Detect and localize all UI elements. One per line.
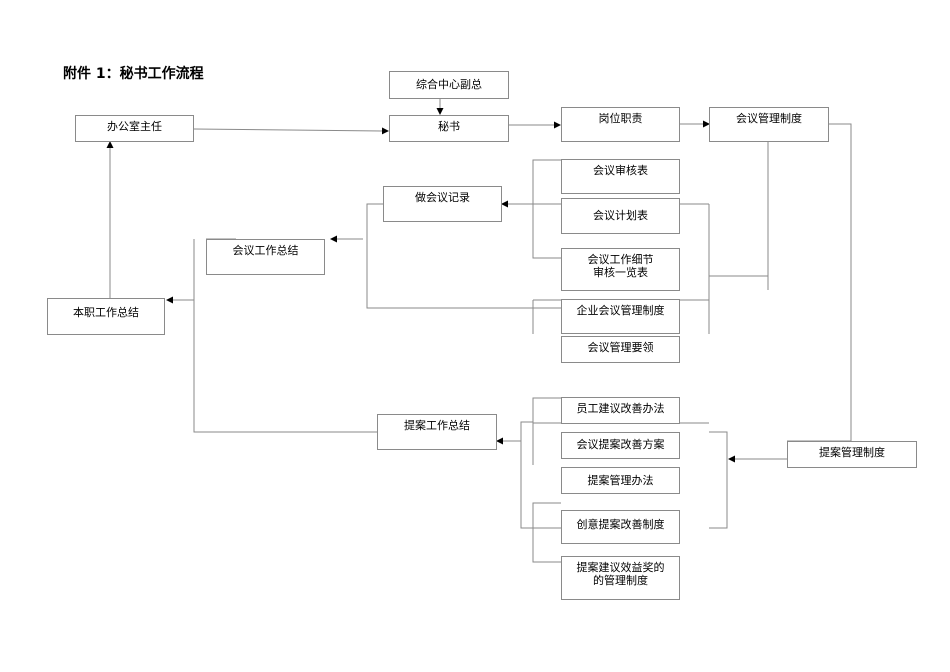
connector-right-loop [787, 123, 852, 442]
node-yuangong-jianyi: 员工建议改善办法 [561, 397, 680, 424]
node-tian-guanli-zhidu: 提案管理制度 [787, 441, 917, 468]
connector-tian-bracket-lower [532, 502, 561, 563]
node-zonghe-fuzong: 综合中心副总 [389, 71, 509, 99]
connector-tian-bracket-left [532, 397, 561, 465]
node-tian-guanli-banfa: 提案管理办法 [561, 467, 680, 494]
connector-left-trunk [193, 239, 377, 433]
connector-group-bracket-top [532, 159, 561, 259]
node-huiyi-guanli-zhidu: 会议管理制度 [709, 107, 829, 142]
node-huiyi-gongzuo-zongjie: 会议工作总结 [206, 239, 325, 275]
node-huiyi-shenhebiao: 会议审核表 [561, 159, 680, 194]
node-huiyi-xijie-shenhe: 会议工作细节 审核一览表 [561, 248, 680, 291]
node-gangwei-zhize: 岗位职责 [561, 107, 680, 142]
node-tian-xiaoyi-jiang: 提案建议效益奖的 的管理制度 [561, 556, 680, 600]
connector-tian-right [709, 431, 728, 529]
node-huiyi-tian-fangan: 会议提案改善方案 [561, 432, 680, 459]
node-benzhi-gongzuo-zongjie: 本职工作总结 [47, 298, 165, 335]
connector-zhuren-mishu [193, 127, 389, 135]
node-huiyi-jihuabiao: 会议计划表 [561, 198, 680, 234]
node-mishu: 秘书 [389, 115, 509, 142]
node-huiyi-guanli-yaoling: 会议管理要领 [561, 336, 680, 363]
connector-tian-mid [520, 421, 561, 529]
node-tian-gongzuo-zongjie: 提案工作总结 [377, 414, 497, 450]
node-zuo-huiyi-jilu: 做会议记录 [383, 186, 502, 222]
node-bangongshi-zhuren: 办公室主任 [75, 115, 194, 142]
node-qiye-huiyi-guanli-zhidu: 企业会议管理制度 [561, 299, 680, 334]
page-title: 附件 1：秘书工作流程 [63, 66, 204, 82]
connector-jilu-bracket [366, 203, 561, 309]
node-chuangyi-tian-zhidu: 创意提案改善制度 [561, 510, 680, 544]
